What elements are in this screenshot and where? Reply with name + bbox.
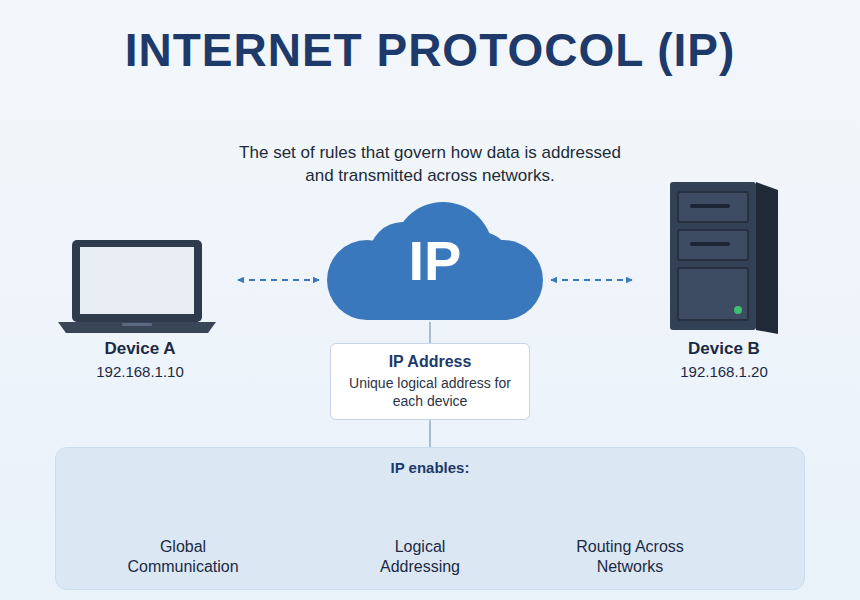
- box-heading: IP Address: [341, 352, 519, 373]
- ip-address: 192.168.1.20: [642, 362, 806, 382]
- panel-heading: IP enables:: [66, 458, 794, 478]
- cloud-node: IP: [325, 200, 545, 322]
- laptop-screen-frame: [72, 240, 202, 322]
- device-node: Device A192.168.1.10: [48, 232, 232, 386]
- title: INTERNET PROTOCOL (IP): [120, 26, 740, 76]
- laptop-base: [58, 322, 216, 333]
- connector-line: [429, 420, 431, 447]
- laptop-screen: [80, 247, 194, 314]
- dashed-arrow: [238, 279, 319, 281]
- device-name: Device B: [642, 338, 806, 360]
- address-box: IP AddressUnique logical address for eac…: [330, 343, 530, 420]
- feature-label: Logical Addressing: [360, 537, 480, 577]
- laptop-notch: [122, 323, 152, 326]
- cloud-fill: [327, 202, 543, 320]
- dashed-arrow: [551, 279, 632, 281]
- subtitle: The set of rules that govern how data is…: [225, 142, 635, 188]
- device-node: Device B192.168.1.20: [638, 178, 810, 386]
- feature-label: Routing Across Networks: [560, 537, 700, 577]
- server-front: [670, 182, 756, 330]
- feature-label: Global Communication: [113, 537, 253, 577]
- cloud-label: IP: [409, 233, 462, 289]
- power-light: [734, 306, 742, 314]
- server-slot: [690, 242, 730, 246]
- device-name: Device A: [52, 338, 228, 360]
- ip-address: 192.168.1.10: [52, 362, 228, 382]
- server-slot: [690, 204, 730, 208]
- server-bay: [678, 268, 748, 320]
- box-body: Unique logical address for each device: [341, 374, 519, 410]
- server-side: [756, 182, 778, 334]
- server-bay: [678, 192, 748, 222]
- server-bay: [678, 230, 748, 260]
- laptop-icon: [58, 240, 216, 333]
- server-icon: [670, 182, 778, 334]
- connector-line: [429, 322, 431, 343]
